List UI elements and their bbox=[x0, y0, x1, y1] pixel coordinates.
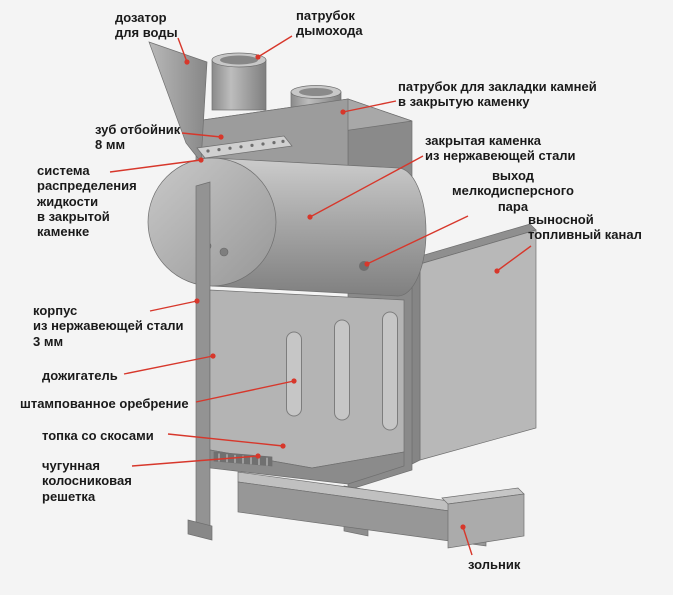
leader-line-label-stone-loading-pipe bbox=[342, 100, 397, 113]
leader-line-label-chimney-pipe bbox=[257, 35, 293, 58]
leader-line-label-cast-iron-grate bbox=[131, 455, 259, 467]
closed-stone-chamber bbox=[147, 157, 427, 297]
leader-lines bbox=[109, 35, 532, 556]
leader-dot-label-water-doser bbox=[184, 59, 190, 65]
cast-iron-grate-part bbox=[213, 451, 273, 467]
leader-dot-label-stone-loading-pipe bbox=[340, 109, 346, 115]
leader-line-label-ash-pan bbox=[462, 526, 473, 556]
leader-dot-label-firebox bbox=[280, 443, 286, 449]
leader-dot-label-stamped-ribbing bbox=[291, 378, 297, 384]
water-doser-funnel bbox=[148, 41, 208, 163]
body-left-wall bbox=[195, 181, 211, 529]
leader-dot-label-afterburner bbox=[210, 353, 216, 359]
chimney-pipe-part bbox=[211, 52, 267, 111]
leader-line-label-deflector-tooth bbox=[181, 132, 222, 138]
leader-dot-label-ash-pan bbox=[460, 524, 466, 530]
fuel-channel-panel bbox=[411, 223, 537, 465]
firebox-floor bbox=[209, 449, 405, 485]
leader-line-label-closed-heater bbox=[309, 155, 424, 218]
base-duct bbox=[237, 471, 487, 547]
leader-dot-label-fuel-channel bbox=[494, 268, 500, 274]
leader-line-label-fuel-channel bbox=[496, 245, 532, 272]
leader-line-label-steam-outlet bbox=[366, 215, 469, 265]
leader-dot-label-liquid-distribution bbox=[198, 157, 204, 163]
leader-line-label-liquid-distribution bbox=[109, 159, 202, 173]
ash-pan-box bbox=[441, 487, 525, 549]
leader-line-label-afterburner bbox=[123, 355, 214, 375]
leader-line-label-steel-body bbox=[149, 300, 198, 312]
leader-dot-label-closed-heater bbox=[307, 214, 313, 220]
leader-dot-label-cast-iron-grate bbox=[255, 453, 261, 459]
leader-dot-label-steel-body bbox=[194, 298, 200, 304]
leader-dot-label-deflector-tooth bbox=[218, 134, 224, 140]
leader-line-label-firebox bbox=[167, 433, 284, 447]
leader-line-label-water-doser bbox=[177, 37, 188, 63]
leader-line-label-stamped-ribbing bbox=[195, 380, 295, 403]
liquid-distribution-strip bbox=[196, 135, 293, 159]
leader-dot-label-chimney-pipe bbox=[255, 54, 261, 60]
stamped-ribbing-tubes bbox=[286, 311, 398, 431]
left-foot bbox=[187, 519, 213, 541]
leader-dot-label-steam-outlet bbox=[364, 261, 370, 267]
chamber-hole bbox=[219, 247, 229, 257]
